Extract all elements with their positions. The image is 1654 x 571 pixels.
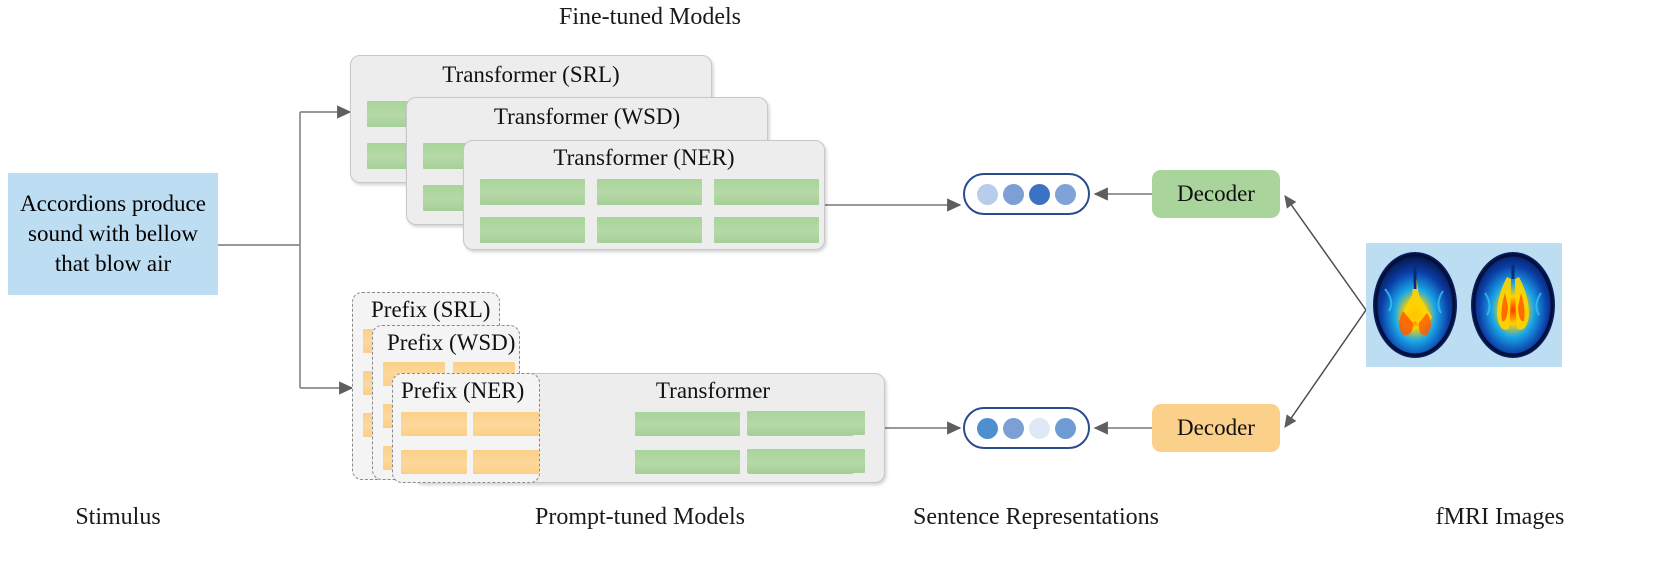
token-block (747, 449, 865, 473)
prefix-card-srl-title: Prefix (SRL) (371, 297, 491, 322)
section-title-prompt-tuned: Prompt-tuned Models (535, 504, 745, 530)
prefix-block (401, 450, 467, 474)
token-block (480, 179, 585, 205)
representation-dot (1029, 183, 1051, 205)
representation-dot (1029, 417, 1051, 439)
decoder-green[interactable]: Decoder (1152, 170, 1280, 218)
token-block (597, 217, 702, 243)
caption-fmri: fMRI Images (1435, 504, 1565, 530)
prefix-card-wsd-title: Prefix (WSD) (387, 330, 516, 355)
prompt-tuned-transformer-title: Transformer (655, 378, 771, 403)
decoder-orange[interactable]: Decoder (1152, 404, 1280, 452)
token-block (747, 411, 865, 435)
section-title-fine-tuned: Fine-tuned Models (559, 4, 741, 30)
stimulus-branch-arrows (218, 105, 354, 395)
stimulus-box: Accordions produce sound with bellow tha… (8, 173, 218, 295)
decoder-to-representation-arrows (1093, 187, 1152, 435)
prefix-block (401, 412, 467, 436)
representation-dot (976, 417, 998, 439)
representation-dot (1055, 417, 1077, 439)
prefix-card-ner-title: Prefix (NER) (401, 378, 525, 403)
representation-dot (1002, 183, 1024, 205)
prefix-block (473, 412, 539, 436)
token-block (635, 412, 740, 436)
prefix-block (473, 450, 539, 474)
brain-scan-icon (1373, 252, 1457, 358)
sentence-representation-top[interactable] (963, 173, 1090, 215)
token-block (714, 217, 819, 243)
caption-sentence-representations: Sentence Representations (913, 504, 1159, 530)
fine-tuned-card-wsd-title: Transformer (WSD) (493, 104, 681, 129)
representation-dot (976, 183, 998, 205)
sentence-representation-bottom[interactable] (963, 407, 1090, 449)
fine-tuned-card-srl-title: Transformer (SRL) (442, 62, 620, 87)
prefix-card-ner[interactable]: Prefix (NER) (392, 373, 540, 483)
token-block (597, 179, 702, 205)
brain-scan-icon (1471, 252, 1555, 358)
caption-stimulus: Stimulus (75, 504, 161, 530)
representation-dot (1055, 183, 1077, 205)
token-block (714, 179, 819, 205)
representation-dot (1002, 417, 1024, 439)
token-block (480, 217, 585, 243)
fine-tuned-card-ner-title: Transformer (NER) (553, 145, 735, 170)
token-block (635, 450, 740, 474)
fine-tuned-card-ner[interactable]: Transformer (NER) (463, 140, 825, 250)
fmri-panel (1366, 243, 1562, 367)
fmri-to-decoder-arrows (1284, 195, 1367, 428)
